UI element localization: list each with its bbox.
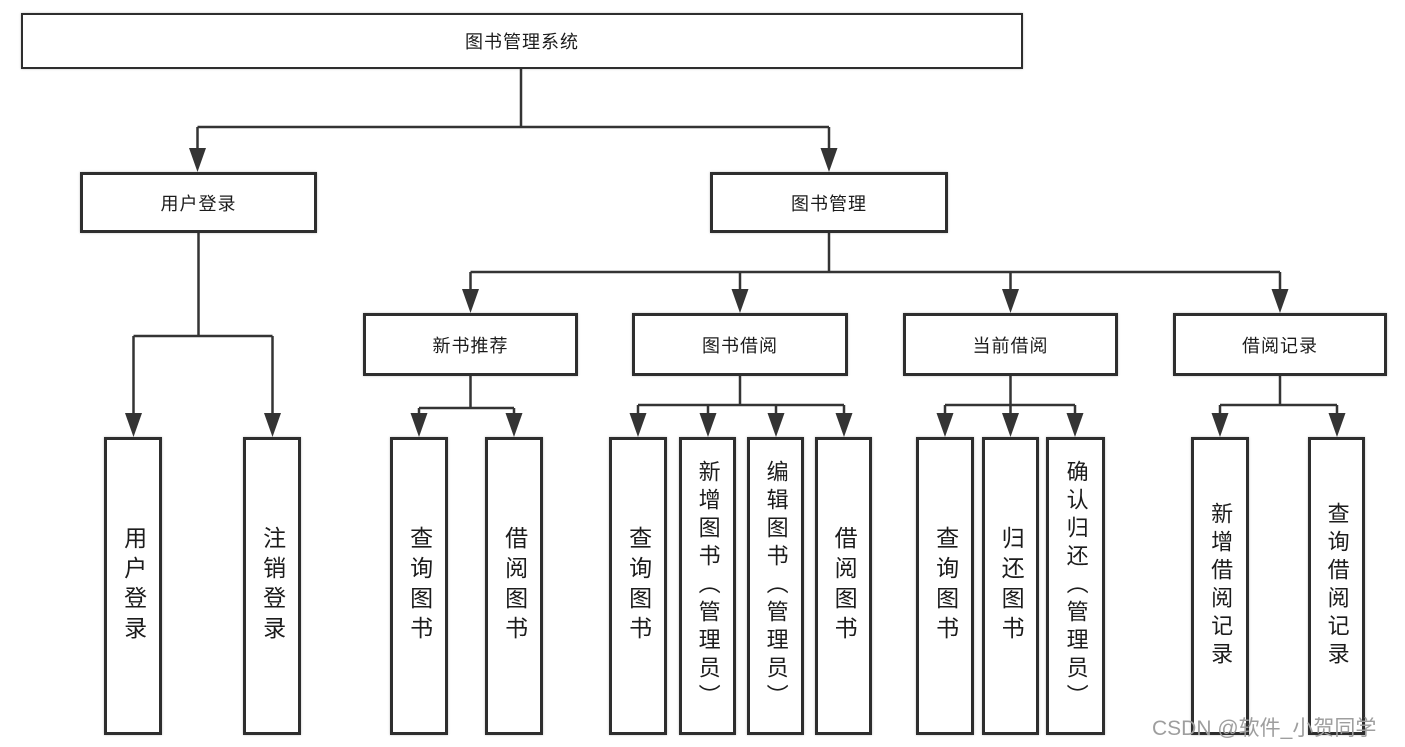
leaf-query-book-3-label: 查询图书	[932, 526, 959, 646]
node-borrow-records: 借阅记录	[1173, 313, 1387, 376]
node-new-book-recommend-label: 新书推荐	[432, 335, 509, 356]
leaf-query-book-1: 查询图书	[390, 437, 448, 735]
leaf-borrow-book-2: 借阅图书	[815, 437, 872, 735]
node-borrow-records-label: 借阅记录	[1242, 335, 1318, 356]
leaf-edit-book-admin: 编辑图书（管理员）	[747, 437, 804, 735]
node-root-label: 图书管理系统	[465, 32, 579, 52]
leaf-add-borrow-record: 新增借阅记录	[1191, 437, 1249, 735]
leaf-logout: 注销登录	[243, 437, 301, 735]
leaf-logout-label: 注销登录	[259, 526, 286, 646]
leaf-return-book-label: 归还图书	[998, 526, 1025, 646]
node-book-management-branch: 图书管理	[710, 172, 948, 233]
leaf-query-borrow-record: 查询借阅记录	[1308, 437, 1365, 735]
node-book-management-label: 图书管理	[791, 193, 867, 214]
leaf-query-borrow-record-label: 查询借阅记录	[1324, 502, 1350, 670]
leaf-borrow-book-1-label: 借阅图书	[501, 526, 528, 646]
node-current-borrow: 当前借阅	[903, 313, 1118, 376]
csdn-watermark: CSDN @软件_小贺同学	[1152, 717, 1377, 740]
leaf-user-login-label: 用户登录	[120, 526, 147, 646]
leaf-edit-book-admin-label: 编辑图书（管理员）	[763, 460, 789, 712]
leaf-return-book: 归还图书	[982, 437, 1039, 735]
leaf-borrow-book-1: 借阅图书	[485, 437, 543, 735]
leaf-query-book-2-label: 查询图书	[625, 526, 652, 646]
node-new-book-recommend: 新书推荐	[363, 313, 578, 376]
leaf-add-book-admin: 新增图书（管理员）	[679, 437, 736, 735]
arrowheads	[125, 148, 1346, 437]
leaf-add-borrow-record-label: 新增借阅记录	[1208, 502, 1234, 670]
node-book-borrow: 图书借阅	[632, 313, 848, 376]
leaf-query-book-1-label: 查询图书	[406, 526, 433, 646]
leaf-query-book-3: 查询图书	[916, 437, 974, 735]
leaf-query-book-2: 查询图书	[609, 437, 667, 735]
node-user-login-branch: 用户登录	[80, 172, 317, 233]
leaf-borrow-book-2-label: 借阅图书	[831, 526, 858, 646]
node-user-login-label: 用户登录	[160, 193, 237, 214]
node-current-borrow-label: 当前借阅	[972, 335, 1049, 356]
leaf-add-book-admin-label: 新增图书（管理员）	[695, 460, 721, 712]
node-root-system: 图书管理系统	[21, 13, 1023, 69]
leaf-confirm-return-admin: 确认归还（管理员）	[1046, 437, 1105, 735]
leaf-confirm-return-admin-label: 确认归还（管理员）	[1063, 460, 1089, 712]
node-book-borrow-label: 图书借阅	[702, 335, 778, 356]
leaf-user-login: 用户登录	[104, 437, 162, 735]
